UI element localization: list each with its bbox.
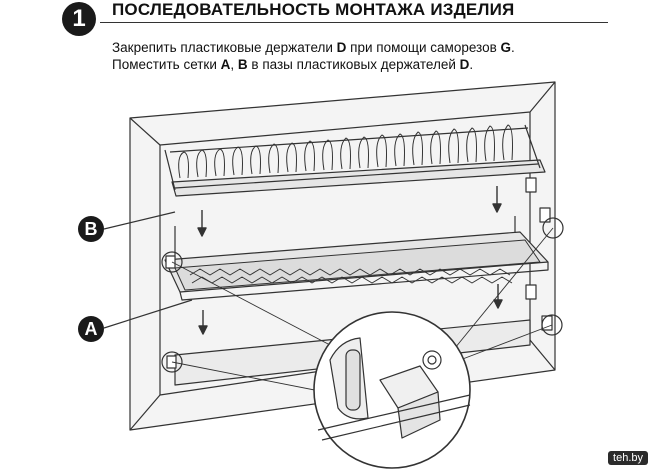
insertion-arrows-upper xyxy=(197,186,502,237)
instr1-ref-d: D xyxy=(336,40,347,55)
instr2-text-c: в пазы пластиковых держателей xyxy=(247,57,460,72)
insertion-arrows-lower xyxy=(198,284,503,335)
instr2-text-a: Поместить сетки xyxy=(112,57,221,72)
page-title: ПОСЛЕДОВАТЕЛЬНОСТЬ МОНТАЖА ИЗДЕЛИЯ xyxy=(112,0,515,19)
instr1-text-c: . xyxy=(511,40,515,55)
holder-d-upper-right xyxy=(525,177,564,239)
instr2-text-b: , xyxy=(230,57,238,72)
watermark-logo: teh.by xyxy=(608,451,648,465)
callout-b-leader xyxy=(103,211,176,230)
lower-rack-a xyxy=(174,239,541,291)
magnified-detail xyxy=(313,311,471,469)
instr2-ref-a: A xyxy=(220,57,231,72)
upper-rack-tines xyxy=(178,124,513,179)
upper-rack-b xyxy=(164,124,546,197)
holder-d-lower-right xyxy=(525,284,563,336)
instr1-ref-g: G xyxy=(500,40,512,55)
instr1-text-a: Закрепить пластиковые держатели xyxy=(112,40,337,55)
detail-leader-lines xyxy=(171,227,554,396)
callout-a: A xyxy=(78,316,104,342)
callout-a-leader xyxy=(103,299,193,329)
instruction-line-1: Закрепить пластиковые держатели D при по… xyxy=(112,40,515,55)
instruction-line-2: Поместить сетки A, B в пазы пластиковых … xyxy=(112,57,473,72)
instruction-header: 1 ПОСЛЕДОВАТЕЛЬНОСТЬ МОНТАЖА ИЗДЕЛИЯ Зак… xyxy=(0,0,670,80)
instr2-ref-b: B xyxy=(237,57,248,72)
instr2-text-d: . xyxy=(469,57,474,72)
instr1-text-b: при помощи саморезов xyxy=(346,40,501,55)
title-underline xyxy=(100,22,608,23)
step-number-badge: 1 xyxy=(62,2,96,36)
holder-d-left xyxy=(161,251,183,373)
instr2-ref-d: D xyxy=(459,57,470,72)
callout-b: B xyxy=(78,216,104,242)
